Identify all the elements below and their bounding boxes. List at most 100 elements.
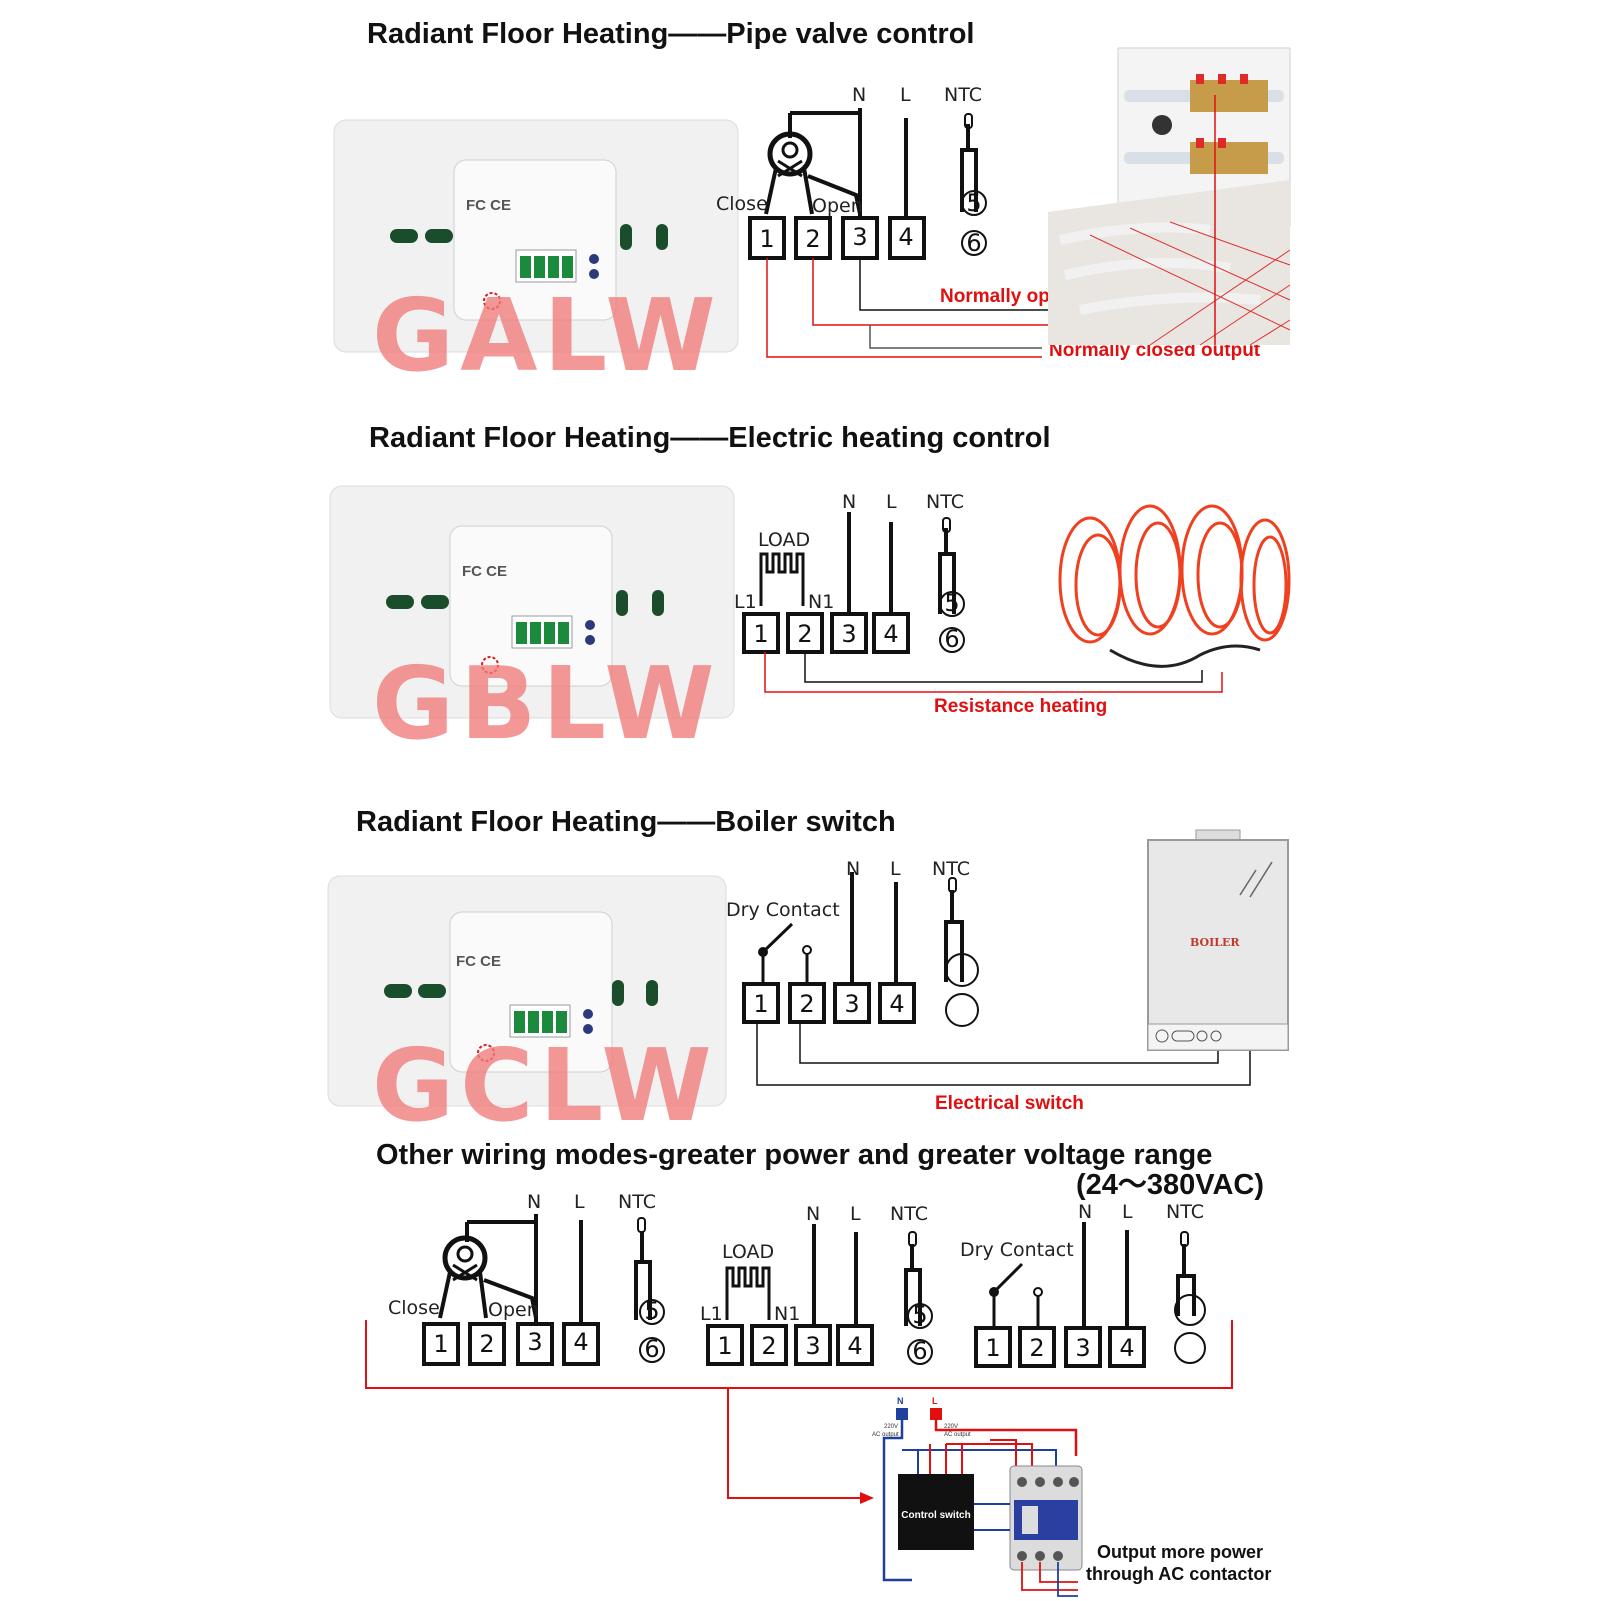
label-n: N — [846, 858, 860, 880]
ntc-terminal-6: 6 — [944, 625, 959, 653]
model-watermark: GBLW — [372, 645, 721, 762]
mini-dry-contact-diagram: N L NTC Dry Contact 1 2 3 4 — [960, 1201, 1206, 1368]
label-close: Close — [716, 193, 768, 215]
voltage-range: (24～380VAC) — [1076, 1169, 1264, 1201]
valve-wiring-schematic — [764, 108, 987, 256]
label-l: L — [574, 1191, 585, 1213]
ntc-terminal-6: 6 — [644, 1335, 659, 1363]
label-ntc: NTC — [926, 491, 964, 513]
label-l1: L1 — [734, 591, 757, 613]
terminal-1: 1 — [433, 1330, 448, 1358]
label-ntc: NTC — [618, 1191, 656, 1213]
label-l1: L1 — [700, 1303, 723, 1325]
l-terminal-label: L — [932, 1396, 938, 1406]
ntc-probe — [942, 517, 951, 533]
ntc-terminal-5: 5 — [966, 189, 981, 217]
label-close: Close — [388, 1297, 440, 1319]
output-note-line1: Output more power — [1097, 1542, 1263, 1562]
terminal-3: 3 — [852, 223, 867, 251]
output-wires — [764, 652, 1223, 693]
label-n1: N1 — [808, 591, 834, 613]
label-n: N — [852, 84, 866, 106]
label-n: N — [842, 491, 856, 513]
load-wiring-schematic — [759, 512, 965, 653]
thermostat-back-photo: FC CE GCLW — [327, 875, 727, 1144]
model-watermark: GCLW — [372, 1027, 718, 1144]
terminal-2: 2 — [479, 1330, 494, 1358]
terminal-1: 1 — [759, 225, 774, 253]
ac-output-label-n: AC output — [872, 1432, 899, 1438]
section-boiler: Radiant Floor Heating——Boiler switch FC … — [327, 806, 1289, 1144]
section-electric-heating: Radiant Floor Heating——Electric heating … — [329, 422, 1291, 762]
terminal-3: 3 — [1075, 1334, 1090, 1362]
ntc-probe — [948, 877, 957, 893]
label-load: LOAD — [722, 1241, 774, 1263]
label-n1: N1 — [774, 1303, 800, 1325]
label-l: L — [1122, 1201, 1133, 1223]
output-wires — [756, 1022, 1251, 1086]
terminal-4: 4 — [898, 223, 913, 251]
svg-text:FC CE: FC CE — [456, 953, 501, 970]
ac-220-label-l: 220V — [944, 1424, 958, 1430]
terminal-block — [742, 612, 910, 654]
ntc-terminal-6: 6 — [912, 1337, 927, 1365]
terminal-2: 2 — [1029, 1334, 1044, 1362]
ntc-probe — [637, 1217, 646, 1233]
ac-220-label-n: 220V — [884, 1424, 898, 1430]
terminal-3: 3 — [527, 1328, 542, 1356]
section-other-wiring: Other wiring modes-greater power and gre… — [365, 1139, 1271, 1597]
terminal-1: 1 — [753, 620, 768, 648]
label-load: LOAD — [758, 529, 810, 551]
terminal-1: 1 — [985, 1334, 1000, 1362]
contactor-module: N L 220V AC output 220V AC output Contro… — [872, 1396, 1271, 1597]
ntc-terminal-5: 5 — [944, 589, 959, 617]
label-l: L — [890, 858, 901, 880]
terminal-block — [748, 216, 926, 260]
terminal-4: 4 — [1119, 1334, 1134, 1362]
dry-contact-schematic — [758, 872, 979, 1027]
label-l: L — [900, 84, 911, 106]
terminal-block — [974, 1326, 1146, 1368]
manifold-photo — [1048, 47, 1291, 346]
output-bracket — [365, 1320, 1233, 1504]
terminal-3: 3 — [805, 1332, 820, 1360]
terminal-4: 4 — [847, 1332, 862, 1360]
terminal-3: 3 — [841, 620, 856, 648]
model-watermark: GALW — [372, 277, 722, 394]
terminal-3: 3 — [844, 990, 859, 1018]
ac-output-label-l: AC output — [944, 1432, 971, 1438]
terminal-block — [742, 982, 916, 1024]
label-dry-contact: Dry Contact — [726, 899, 840, 921]
section-title: Radiant Floor Heating——Boiler switch — [356, 806, 896, 838]
label-ntc: NTC — [932, 858, 970, 880]
label-open: Open — [812, 195, 863, 217]
terminal-2: 2 — [761, 1332, 776, 1360]
heating-cable-photo — [1058, 504, 1291, 668]
label-n: N — [806, 1203, 820, 1225]
ntc-probe — [964, 113, 973, 129]
label-ntc: NTC — [944, 84, 982, 106]
terminal-4: 4 — [883, 620, 898, 648]
resistance-heating-label: Resistance heating — [934, 696, 1107, 717]
terminal-4: 4 — [889, 990, 904, 1018]
terminal-block — [422, 1322, 600, 1366]
mini-valve-diagram: N L NTC Close Open 1 2 3 4 5 6 — [388, 1191, 665, 1366]
output-note-line2: through AC contactor — [1086, 1564, 1271, 1584]
label-ntc: NTC — [890, 1203, 928, 1225]
terminal-1: 1 — [717, 1332, 732, 1360]
label-ntc: NTC — [1166, 1201, 1204, 1223]
label-l: L — [886, 491, 897, 513]
other-title: Other wiring modes-greater power and gre… — [376, 1139, 1212, 1171]
ntc-terminal-5: 5 — [644, 1297, 659, 1325]
normally-closed-output-label: Normally closed output — [1049, 340, 1261, 361]
terminal-2: 2 — [799, 990, 814, 1018]
terminal-1: 1 — [753, 990, 768, 1018]
label-l: L — [850, 1203, 861, 1225]
label-n: N — [1078, 1201, 1092, 1223]
label-n: N — [527, 1191, 541, 1213]
boiler-photo: BOILER — [1147, 829, 1289, 1051]
terminal-2: 2 — [805, 225, 820, 253]
svg-text:FC CE: FC CE — [466, 197, 511, 214]
ntc-probe — [908, 1231, 917, 1247]
